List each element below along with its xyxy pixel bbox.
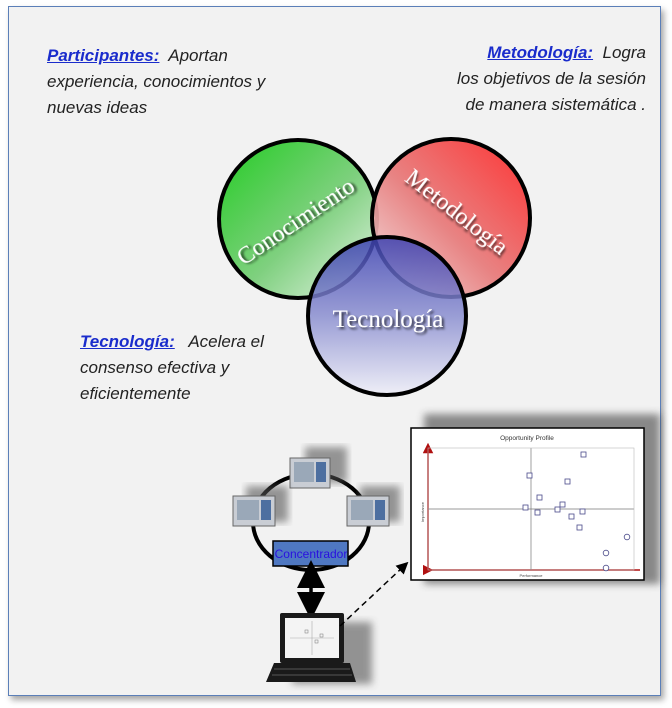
chart-marker (580, 451, 587, 458)
chart-marker (522, 504, 529, 511)
tecnologia-line-3: eficientemente (80, 384, 191, 403)
chart-panel (410, 427, 645, 581)
tecnologia-heading: Tecnología: (80, 332, 175, 351)
chart-marker (559, 501, 566, 508)
participantes-line-1: Aportan (168, 46, 228, 65)
tecnologia-text: Tecnología: Acelera el consenso efectiva… (80, 329, 320, 407)
chart-plot-area (427, 447, 635, 571)
chart-marker (526, 472, 533, 479)
chart-x-axis-label: Performance (520, 573, 544, 578)
metodologia-heading: Metodología: (487, 43, 594, 62)
chart-marker (623, 533, 631, 541)
participant-computer-right (346, 486, 400, 527)
chart-marker (579, 508, 586, 515)
tecnologia-line-2: consenso efectiva y (80, 358, 230, 377)
participant-computer-top (289, 447, 347, 489)
metodologia-line-3: de manera sistemática . (465, 95, 646, 114)
participantes-text: Participantes: Aportan experiencia, cono… (47, 43, 327, 121)
participantes-line-2: experiencia, conocimientos y (47, 72, 266, 91)
chart-panel-title: Opportunity Profile (500, 435, 554, 442)
hub-label: Concentrador (275, 547, 348, 561)
metodologia-line-2: los objetivos de la sesión (456, 69, 646, 88)
chart-marker (602, 549, 610, 557)
tecnologia-line-1: Acelera el (188, 332, 264, 351)
participant-computer-left (232, 486, 288, 527)
chart-marker (568, 513, 575, 520)
chart-marker (554, 506, 561, 513)
chart-y-axis-label: Importance (420, 501, 425, 522)
laptop-icon (266, 613, 372, 684)
laptop-chart-arrow (339, 561, 409, 627)
chart-marker (534, 509, 541, 516)
chart-marker (576, 524, 583, 531)
venn-label-tecnologia: Tecnología (333, 306, 444, 333)
chart-marker (536, 494, 543, 501)
metodologia-text: Metodología: Logra los objetivos de la s… (420, 40, 646, 118)
chart-marker (602, 564, 610, 572)
participantes-line-3: nuevas ideas (47, 98, 148, 117)
chart-marker (564, 478, 571, 485)
participantes-heading: Participantes: (47, 46, 160, 65)
metodologia-line-1: Logra (602, 43, 646, 62)
venn-circle-tecnologia (306, 235, 468, 397)
